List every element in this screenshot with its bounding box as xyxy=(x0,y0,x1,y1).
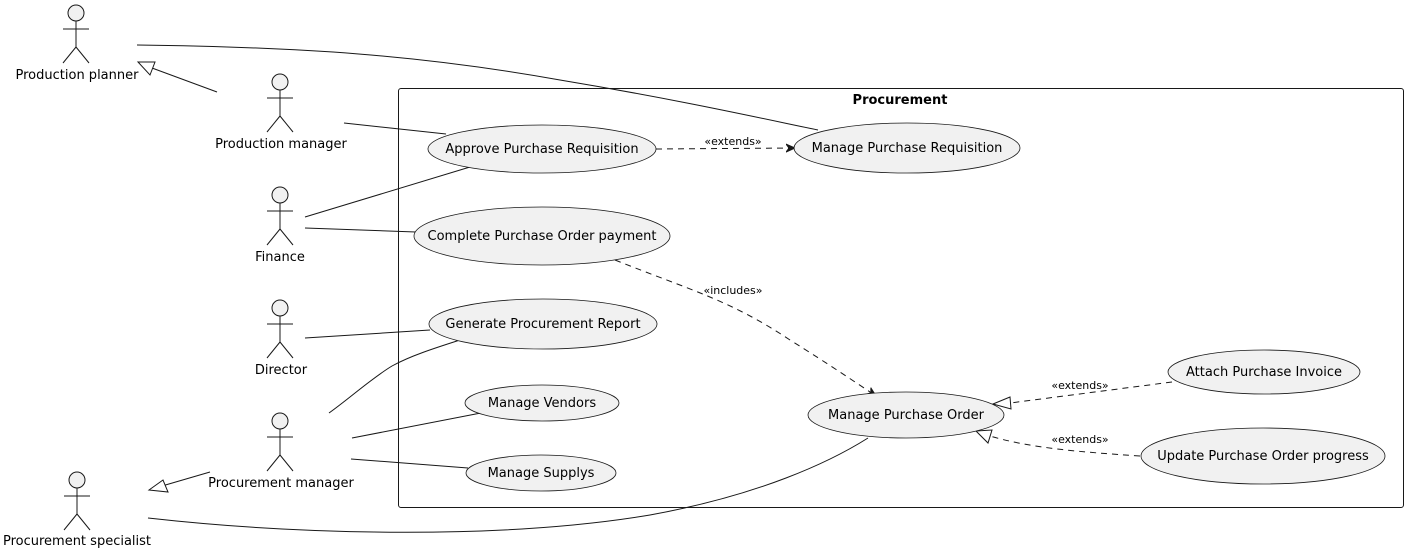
use-case-label: Manage Purchase Order xyxy=(828,408,985,423)
actor-production-manager[interactable]: Production manager xyxy=(215,73,348,152)
actor-label: Procurement specialist xyxy=(3,534,151,549)
stick-figure-icon xyxy=(62,4,90,64)
assoc-specialist-order xyxy=(147,437,869,533)
dep-invoice-order xyxy=(1009,381,1173,404)
assoc-finance-payment xyxy=(304,227,417,233)
use-case-label: Generate Procurement Report xyxy=(445,317,640,332)
use-case-label: Complete Purchase Order payment xyxy=(428,229,657,244)
dep-payment-order xyxy=(614,259,876,396)
system-boundary: Procurement xyxy=(398,88,1404,508)
dep-progress-order xyxy=(989,435,1141,457)
assoc-finance-approve xyxy=(304,166,471,218)
use-case-label: Manage Vendors xyxy=(488,396,596,411)
actor-production-planner[interactable]: Production planner xyxy=(16,4,140,83)
actor-label: Procurement manager xyxy=(208,476,354,491)
generalization-specialist-manager xyxy=(161,471,211,487)
use-case-label: Attach Purchase Invoice xyxy=(1186,365,1342,380)
use-case-attach-purchase-invoice[interactable]: Attach Purchase Invoice xyxy=(1167,349,1361,395)
actor-procurement-manager[interactable]: Procurement manager xyxy=(208,412,354,491)
generalization-arrow-planner xyxy=(136,61,156,76)
use-case-label: Manage Purchase Requisition xyxy=(812,141,1003,156)
use-case-generate-procurement-report[interactable]: Generate Procurement Report xyxy=(428,298,658,350)
use-case-manage-purchase-requisition[interactable]: Manage Purchase Requisition xyxy=(793,122,1021,174)
generalization-arrow-manager xyxy=(147,479,169,493)
stick-figure-icon xyxy=(266,412,294,472)
actor-label: Production manager xyxy=(215,137,347,152)
label-includes-order: «includes» xyxy=(703,284,762,297)
use-case-manage-purchase-order[interactable]: Manage Purchase Order xyxy=(807,391,1005,439)
label-extends-progress: «extends» xyxy=(1051,433,1108,446)
generalization-manager-planner xyxy=(151,67,218,93)
actor-finance[interactable]: Finance xyxy=(255,186,305,265)
actor-label: Finance xyxy=(255,250,305,265)
dep-approve-manage-requisition xyxy=(655,148,795,149)
use-case-manage-supplys[interactable]: Manage Supplys xyxy=(465,454,617,492)
assoc-procmanager-report xyxy=(328,339,461,414)
use-case-update-purchase-order-progress[interactable]: Update Purchase Order progress xyxy=(1140,427,1386,485)
use-case-label: Approve Purchase Requisition xyxy=(445,142,638,157)
assoc-prodmanager-approve xyxy=(343,122,447,135)
system-title: Procurement xyxy=(853,93,948,108)
stick-figure-icon xyxy=(266,186,294,246)
actor-procurement-specialist[interactable]: Procurement specialist xyxy=(3,471,151,549)
label-extends-invoice: «extends» xyxy=(1051,379,1108,392)
extends-arrow-invoice xyxy=(991,396,1012,410)
use-case-complete-purchase-order-payment[interactable]: Complete Purchase Order payment xyxy=(413,206,671,266)
stick-figure-icon xyxy=(266,73,294,133)
assoc-procmanager-supplys xyxy=(350,458,469,469)
extends-arrow-progress xyxy=(974,429,993,444)
stick-figure-icon xyxy=(63,471,91,531)
actor-label: Production planner xyxy=(16,68,140,83)
use-case-manage-vendors[interactable]: Manage Vendors xyxy=(464,384,620,422)
stick-figure-icon xyxy=(266,299,294,359)
actor-director[interactable]: Director xyxy=(255,299,308,378)
use-case-approve-purchase-requisition[interactable]: Approve Purchase Requisition xyxy=(427,124,657,174)
use-case-label: Update Purchase Order progress xyxy=(1157,449,1369,464)
use-case-label: Manage Supplys xyxy=(488,466,595,481)
assoc-planner-manage-requisition xyxy=(136,44,819,131)
label-extends-requisition: «extends» xyxy=(704,135,761,148)
connections: «extends» «includes» «extends» «extends» xyxy=(136,44,1173,533)
actor-label: Director xyxy=(255,363,308,378)
assoc-director-report xyxy=(304,329,431,339)
assoc-procmanager-vendors xyxy=(351,411,487,439)
